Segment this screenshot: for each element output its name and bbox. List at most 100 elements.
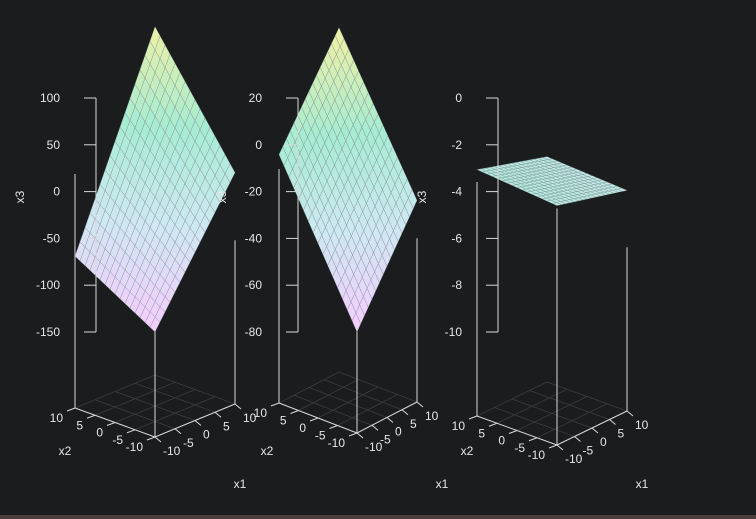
x2-tick-mark (66, 407, 76, 412)
z-tick-label: 0 (455, 91, 462, 105)
z-tick-label: -2 (451, 138, 462, 152)
floor-grid-line (298, 379, 359, 411)
x1-tick-mark (556, 444, 564, 451)
x1-tick-label: 10 (635, 418, 649, 432)
floor-grid-line (308, 387, 388, 418)
x2-tick-label: -10 (328, 436, 346, 450)
x1-tick-label: 5 (618, 427, 625, 441)
surface-mesh (74, 26, 236, 333)
floor-grid-line (529, 390, 610, 420)
x1-tick-mark (401, 409, 409, 416)
x1-tick-label: 0 (395, 425, 402, 439)
z-tick-label: -4 (451, 185, 462, 199)
x1-tick-label: -5 (183, 436, 194, 450)
z-tick-label: -20 (245, 185, 263, 199)
x1-tick-mark (194, 420, 202, 426)
floor-grid-line (476, 381, 548, 417)
x1-tick-mark (154, 436, 162, 443)
x2-tick-label: -10 (528, 448, 546, 462)
floor-grid-line (546, 381, 628, 412)
x2-tick-mark (290, 410, 299, 414)
x1-axis-label: x1 (636, 477, 649, 491)
x1-tick-label: -10 (365, 440, 383, 454)
x2-tick-label: -10 (126, 440, 144, 454)
x1-tick-mark (371, 424, 379, 431)
x2-tick-mark (146, 436, 156, 441)
x2-tick-label: 5 (76, 418, 83, 432)
x1-tick-mark (591, 427, 599, 434)
x1-tick-label: -10 (565, 452, 583, 466)
x1-tick-label: 10 (425, 409, 439, 423)
x2-tick-mark (508, 430, 518, 434)
z-tick-label: -80 (245, 325, 263, 339)
floor-grid-line (74, 374, 156, 409)
z-tick-label: 20 (249, 91, 263, 105)
z-tick-label: -6 (451, 231, 462, 245)
x2-tick-label: -5 (112, 433, 123, 447)
z-tick-label: -100 (36, 278, 60, 292)
x1-tick-mark (386, 417, 394, 423)
x1-tick-label: 0 (600, 435, 607, 449)
x2-axis-label: x2 (59, 444, 72, 458)
x1-tick-label: 5 (223, 419, 230, 433)
x1-tick-label: 5 (410, 417, 417, 431)
x1-tick-mark (214, 411, 222, 418)
x1-tick-label: 0 (203, 428, 210, 442)
x2-axis-label: x2 (261, 444, 274, 458)
z-tick-label: -50 (43, 231, 61, 245)
floor-grid-line (134, 382, 216, 413)
x2-tick-mark (86, 414, 96, 419)
x2-tick-label: 0 (299, 421, 306, 435)
x1-tick-mark (234, 403, 242, 410)
x1-tick-mark (356, 432, 364, 439)
x2-tick-label: 5 (280, 414, 287, 428)
floor-grid-line (154, 374, 236, 405)
z-tick-label: -40 (245, 231, 263, 245)
x2-tick-mark (348, 432, 358, 437)
floor-grid-line (278, 371, 340, 404)
x2-tick-mark (106, 422, 116, 426)
surface-mesh (476, 156, 628, 206)
floor-grid-line (496, 388, 568, 424)
z-axis-label: x3 (415, 190, 429, 203)
z-axis-label: x3 (13, 190, 27, 203)
surface-plot-1: 100500-50-100-150x3-10-50510x2-10-50510x… (13, 26, 257, 491)
floor-grid-line (323, 379, 403, 411)
x1-axis-label: x1 (234, 477, 247, 491)
x2-tick-label: 10 (254, 406, 268, 420)
x1-tick-mark (174, 428, 182, 435)
x1-tick-label: -10 (163, 444, 181, 458)
surface-facet (149, 26, 161, 51)
surface-facet (541, 156, 553, 160)
x2-tick-label: 10 (452, 419, 466, 433)
x1-tick-label: -5 (380, 432, 391, 446)
box-edges (476, 182, 628, 446)
surface-facet (334, 27, 345, 47)
z-tick-label: 50 (47, 138, 61, 152)
z-tick-label: -150 (36, 325, 60, 339)
x2-axis-label: x2 (461, 444, 474, 458)
x2-tick-mark (126, 429, 136, 434)
surface-mesh (278, 27, 418, 333)
z-tick-label: -8 (451, 278, 462, 292)
z-tick-label: 0 (255, 138, 262, 152)
x2-tick-mark (309, 417, 319, 422)
x1-tick-mark (609, 419, 616, 425)
z-tick-label: -10 (445, 325, 463, 339)
z-tick-label: 0 (53, 185, 60, 199)
x1-tick-mark (574, 436, 581, 442)
x2-tick-mark (528, 437, 538, 442)
x2-tick-label: 0 (498, 434, 505, 448)
x2-tick-label: 5 (478, 426, 485, 440)
x2-tick-label: -5 (315, 429, 326, 443)
z-tick-label: 100 (40, 91, 60, 105)
